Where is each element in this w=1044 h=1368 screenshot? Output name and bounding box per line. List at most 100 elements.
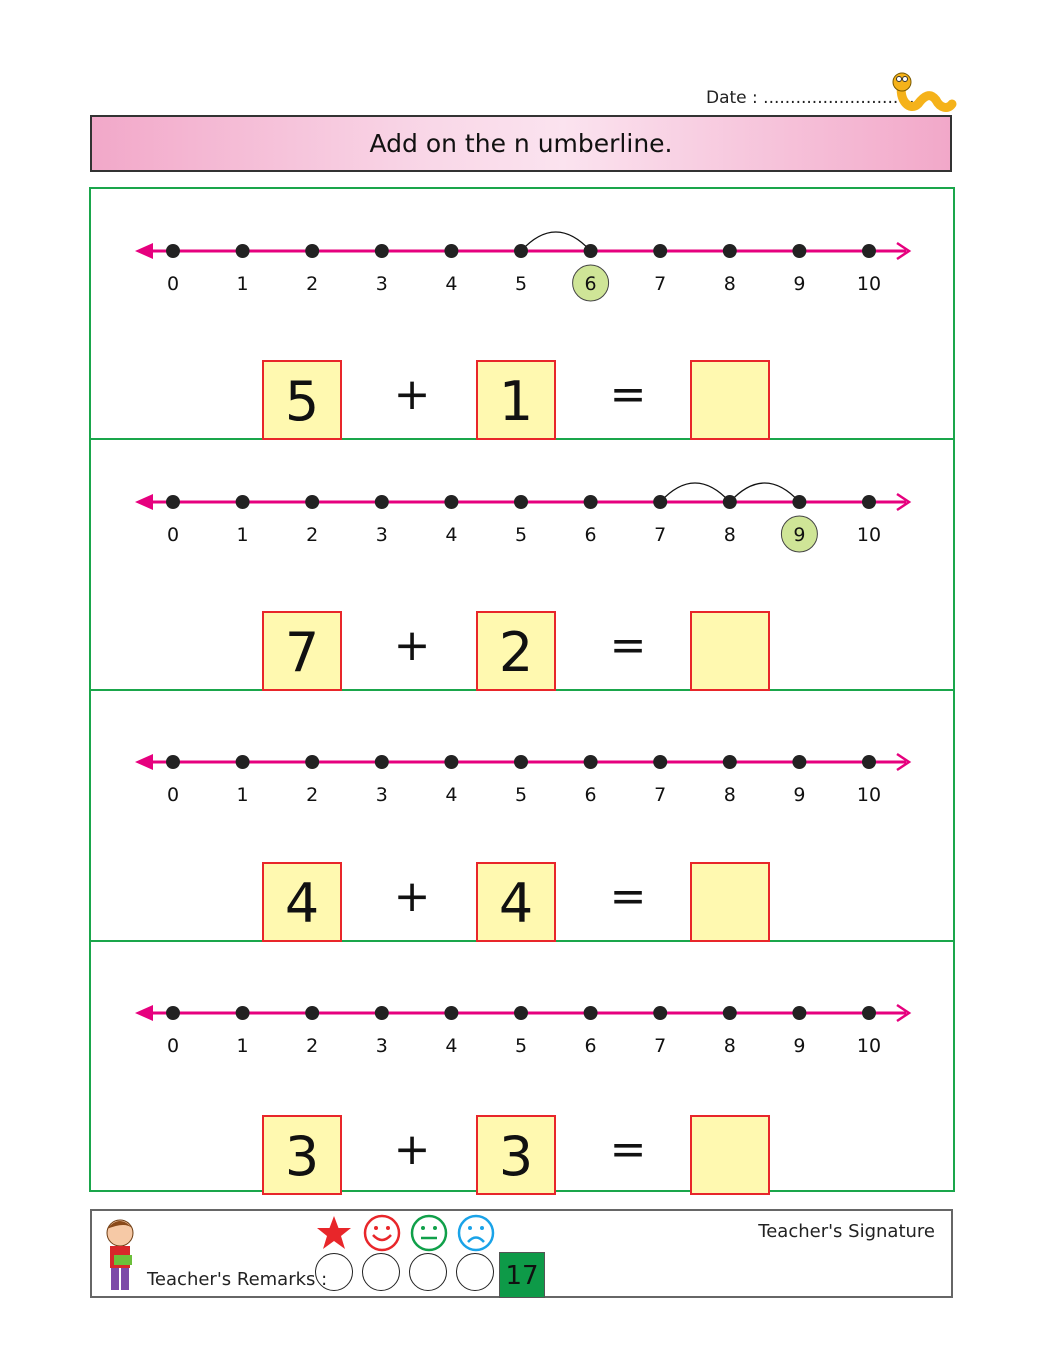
- tick-dot: [374, 755, 389, 769]
- remarks-label: Teacher's Remarks :: [147, 1269, 328, 1290]
- tick-dot: [653, 244, 668, 258]
- tick-dot: [722, 244, 737, 258]
- right-arrow-icon: [896, 1003, 912, 1023]
- page-number: 17: [499, 1252, 545, 1298]
- right-arrow-icon: [896, 752, 912, 772]
- tick-dot: [514, 1006, 528, 1020]
- happy-face-icon: [363, 1214, 401, 1252]
- plus-sign: +: [393, 620, 431, 671]
- answer-box[interactable]: [690, 862, 770, 942]
- date-field[interactable]: Date : .............................: [706, 88, 920, 108]
- remark-circle-neutral[interactable]: [409, 1253, 447, 1291]
- tick-dot: [235, 1006, 250, 1020]
- tick-dot: [862, 244, 876, 258]
- jump-arc: [729, 482, 800, 503]
- tick-label: 4: [445, 273, 457, 295]
- tick-label: 2: [306, 784, 318, 806]
- tick-dot: [583, 755, 598, 769]
- signature-label: Teacher's Signature: [758, 1221, 935, 1242]
- remark-circle-star[interactable]: [315, 1253, 353, 1291]
- boy-illustration-icon: [106, 1219, 134, 1290]
- tick-label: 6: [585, 1035, 597, 1057]
- addend-box: 5: [262, 360, 342, 440]
- equals-sign: =: [609, 620, 647, 671]
- tick-label: 7: [654, 784, 666, 806]
- star-icon: [317, 1216, 351, 1249]
- tick-dot: [862, 495, 876, 509]
- tick-label: 0: [167, 273, 179, 295]
- tick-dot: [722, 495, 737, 509]
- tick-label: 0: [167, 524, 179, 546]
- addend-box: 4: [262, 862, 342, 942]
- remark-circle-sad[interactable]: [456, 1253, 494, 1291]
- tick-label: 8: [724, 784, 736, 806]
- tick-dot: [305, 495, 320, 509]
- tick-label: 6: [585, 524, 597, 546]
- tick-dot: [792, 755, 807, 769]
- plus-sign: +: [393, 1124, 431, 1175]
- tick-label: 3: [376, 784, 388, 806]
- remark-circle-happy[interactable]: [362, 1253, 400, 1291]
- sad-face-icon: [457, 1214, 495, 1252]
- teacher-remarks-footer: Teacher's Remarks : Teacher's Signature …: [90, 1209, 953, 1298]
- answer-highlight-circle: [572, 264, 610, 302]
- left-arrow-icon: [135, 494, 153, 510]
- tick-dot: [653, 755, 668, 769]
- answer-highlight-circle: [780, 515, 818, 553]
- tick-dot: [305, 1006, 320, 1020]
- answer-box[interactable]: [690, 360, 770, 440]
- tick-label: 7: [654, 273, 666, 295]
- tick-label: 7: [654, 1035, 666, 1057]
- answer-box[interactable]: [690, 1115, 770, 1195]
- tick-label: 10: [857, 784, 881, 806]
- tick-dot: [305, 244, 320, 258]
- answer-box[interactable]: [690, 611, 770, 691]
- left-arrow-icon: [135, 1005, 153, 1021]
- tick-dot: [374, 1006, 389, 1020]
- tick-dot: [792, 244, 807, 258]
- tick-dot: [583, 244, 598, 258]
- jump-arc: [520, 231, 592, 252]
- tick-dot: [583, 1006, 598, 1020]
- tick-label: 1: [237, 784, 249, 806]
- tick-label: 9: [793, 273, 805, 295]
- tick-dot: [792, 495, 807, 509]
- addend-box: 3: [262, 1115, 342, 1195]
- worm-mascot-icon: [892, 72, 957, 112]
- tick-label: 0: [167, 784, 179, 806]
- plus-sign: +: [393, 871, 431, 922]
- tick-dot: [166, 495, 180, 509]
- tick-dot: [444, 495, 459, 509]
- tick-label: 7: [654, 524, 666, 546]
- tick-dot: [722, 755, 737, 769]
- tick-label: 3: [376, 273, 388, 295]
- addend-box: 3: [476, 1115, 556, 1195]
- tick-dot: [444, 755, 459, 769]
- tick-label: 5: [515, 784, 527, 806]
- tick-dot: [166, 755, 180, 769]
- left-arrow-icon: [135, 243, 153, 259]
- tick-label: 1: [237, 1035, 249, 1057]
- tick-label: 10: [857, 273, 881, 295]
- instruction-banner: Add on the n umberline.: [90, 115, 952, 172]
- tick-label: 4: [445, 524, 457, 546]
- right-arrow-icon: [896, 241, 912, 261]
- tick-label: 5: [515, 524, 527, 546]
- tick-dot: [235, 755, 250, 769]
- tick-dot: [374, 495, 389, 509]
- tick-label: 8: [724, 273, 736, 295]
- tick-label: 2: [306, 273, 318, 295]
- tick-dot: [792, 1006, 807, 1020]
- tick-label: 9: [793, 784, 805, 806]
- tick-label: 1: [237, 524, 249, 546]
- addend-box: 2: [476, 611, 556, 691]
- tick-dot: [862, 755, 876, 769]
